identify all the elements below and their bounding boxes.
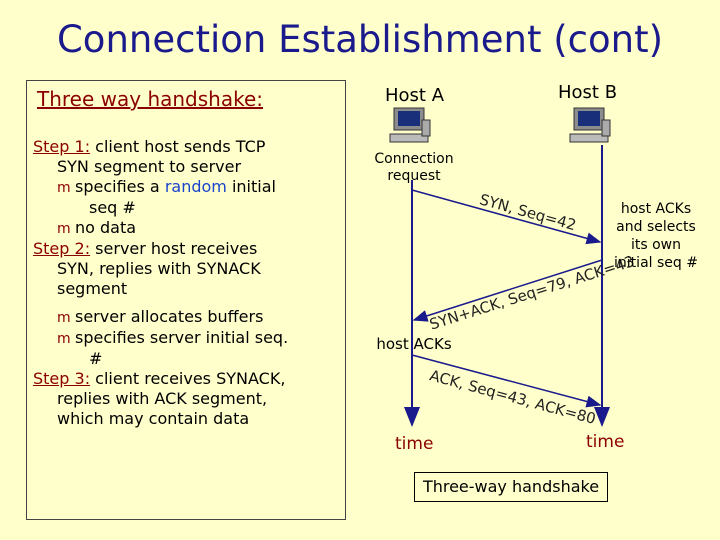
step2-line3: segment [57, 279, 128, 298]
random-word: random [164, 177, 227, 196]
note-line: host ACKs [620, 201, 692, 217]
computer-icon [569, 107, 611, 143]
computer-icon [389, 107, 431, 143]
note-line: initial seq # [614, 255, 698, 271]
steps-list: Step 1: client host sends TCP SYN segmen… [33, 137, 343, 429]
panel-heading: Three way handshake: [37, 87, 264, 111]
note-line: and selects [616, 219, 696, 235]
bullet-text: no data [75, 218, 137, 237]
step3-label: Step 3: [33, 369, 91, 388]
step2-text: server host receives [90, 239, 258, 258]
connection-request-label: Connection request [362, 151, 466, 185]
diagram-caption: Three-way handshake [414, 472, 608, 502]
bullet-icon: m [57, 180, 71, 196]
step1-label: Step 1: [33, 137, 91, 156]
host-b-label: Host B [558, 82, 618, 103]
slide-title: Connection Establishment (cont) [56, 18, 664, 61]
time-label-b: time [586, 432, 625, 452]
step2-line2: SYN, replies with SYNACK [57, 259, 261, 278]
step2-label: Step 2: [33, 239, 91, 258]
step2-bullet2-cont: # [89, 349, 103, 368]
note-line: its own [630, 237, 681, 253]
steps-panel: Three way handshake: Step 1: client host… [26, 80, 346, 520]
step3-text: client receives SYNACK, [90, 369, 286, 388]
step1-text: client host sends TCP [90, 137, 266, 156]
bullet-text: specifies server initial seq. [75, 328, 289, 347]
bullet-icon: m [57, 221, 71, 237]
step3-line2: replies with ACK segment, [57, 389, 268, 408]
bullet-text-end: initial [226, 177, 276, 196]
syn-arrow [411, 189, 602, 245]
bullet-icon: m [57, 331, 71, 347]
host-b-ack-note: host ACKs and selects its own initial se… [606, 200, 706, 272]
connection-request-line1: Connection [374, 151, 454, 167]
step1-bullet1-cont: seq # [89, 198, 136, 217]
connection-request-line2: request [387, 168, 441, 184]
bullet-text: server allocates buffers [75, 307, 264, 326]
bullet-text: specifies a [75, 177, 165, 196]
time-label-a: time [395, 434, 434, 454]
ack-arrow [411, 354, 602, 408]
step1-line: Step 1: client host sends TCP [33, 137, 343, 157]
host-a-ack-note: host ACKs [376, 335, 452, 353]
step3-line: Step 3: client receives SYNACK, [33, 369, 343, 389]
step2-line: Step 2: server host receives [33, 239, 343, 259]
synack-arrow [412, 259, 603, 322]
step1-line2: SYN segment to server [57, 157, 242, 176]
step3-line3: which may contain data [57, 409, 250, 428]
bullet-icon: m [57, 310, 71, 326]
host-a-label: Host A [385, 85, 445, 106]
